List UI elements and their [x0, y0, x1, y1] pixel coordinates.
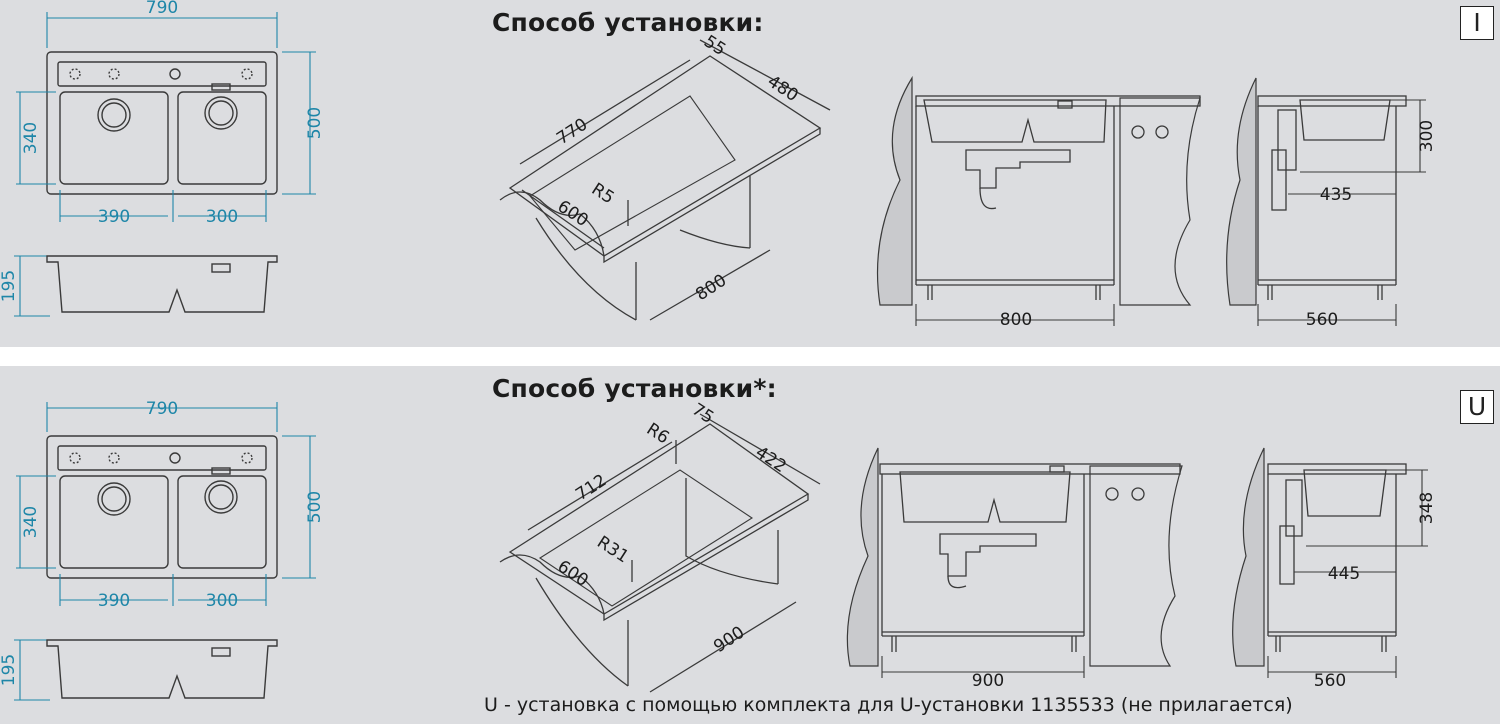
dim-height: 195	[0, 270, 19, 302]
panel-title: Способ установки:	[492, 8, 764, 37]
dim-bowl-right: 300	[206, 591, 238, 611]
cutout-radius: R31	[593, 532, 632, 567]
side-height-dim: 300	[1417, 120, 1437, 152]
sink-plan-view	[46, 435, 278, 579]
side-offset-dim: 445	[1328, 564, 1360, 584]
dim-bowl-depth: 340	[21, 122, 41, 154]
dim-bowl-left: 390	[98, 591, 130, 611]
cutout-front: 600	[554, 557, 592, 591]
install-type-badge: I	[1460, 6, 1494, 40]
dim-width: 790	[146, 399, 178, 419]
sink-plan-view	[46, 51, 278, 195]
cabinet-front-view	[876, 75, 1201, 326]
dim-bowl-right: 300	[206, 207, 238, 227]
plan-dimension-lines	[14, 12, 316, 317]
cabinet-side-view	[1226, 77, 1426, 326]
cabinet-front-view	[846, 447, 1183, 678]
dim-bowl-left: 390	[98, 207, 130, 227]
side-cabinet-dim: 560	[1306, 310, 1338, 330]
dim-width: 790	[146, 0, 178, 18]
installation-panel-top: Способ установки: I 790 500 340 39	[0, 0, 1500, 347]
countertop-cutout-drawing	[499, 413, 821, 693]
panel-title: Способ установки*:	[492, 374, 777, 403]
cutout-back: 75	[688, 400, 717, 429]
cutout-back: 55	[700, 32, 729, 61]
side-offset-dim: 435	[1320, 185, 1352, 205]
cutout-length: 770	[553, 115, 591, 149]
sink-profile-view	[46, 639, 278, 699]
countertop-cutout-drawing	[499, 39, 831, 321]
front-cabinet-dim: 900	[972, 671, 1004, 691]
technical-drawing: 790 500 340 390 300 195 712 75 422 R6 R3…	[0, 399, 1437, 701]
cabinet-side-view	[1232, 447, 1428, 678]
dim-depth: 500	[305, 491, 325, 523]
dim-depth: 500	[305, 107, 325, 139]
installation-panel-bottom: Способ установки*: U 790 500 340 3	[0, 366, 1500, 724]
technical-drawing: 790 500 340 390 300 195 770 55 480 R5	[0, 0, 1437, 330]
footnote: U - установка с помощью комплекта для U-…	[484, 694, 1293, 716]
dim-height: 195	[0, 654, 19, 686]
plan-dimension-lines	[14, 402, 316, 701]
dim-bowl-depth: 340	[21, 506, 41, 538]
install-type-badge: U	[1460, 390, 1494, 424]
front-cabinet-dim: 800	[1000, 310, 1032, 330]
cutout-radius: R5	[588, 179, 618, 208]
sink-profile-view	[46, 255, 278, 313]
side-cabinet-dim: 560	[1314, 671, 1346, 691]
side-height-dim: 348	[1417, 492, 1437, 524]
